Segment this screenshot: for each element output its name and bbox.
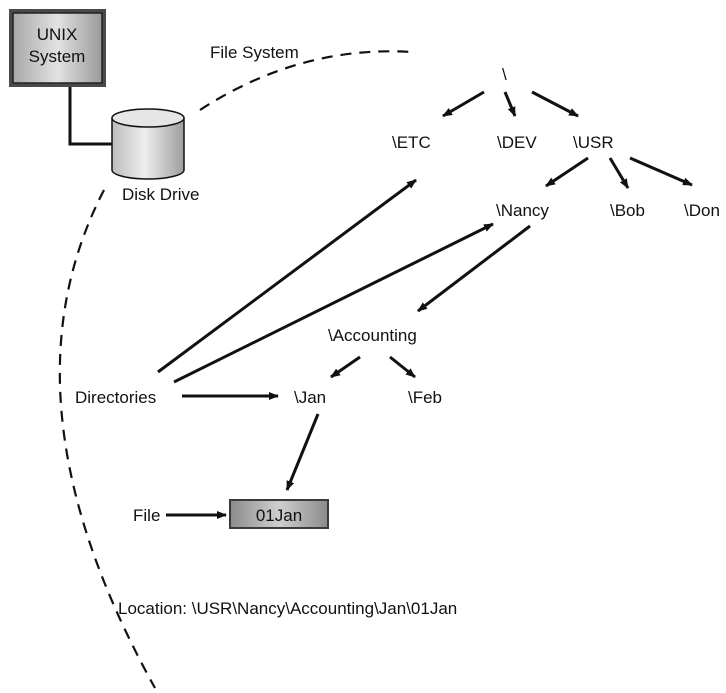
arrow-usr-to-don [629, 156, 693, 187]
node-feb: \Feb [408, 388, 442, 407]
arrow-root-to-dev [503, 91, 517, 117]
file-01jan-label: 01Jan [256, 506, 302, 525]
unix-system-line1: UNIX [37, 25, 78, 44]
arrow-accounting-to-jan [330, 355, 361, 379]
node-etc: \ETC [392, 133, 431, 152]
node-bob: \Bob [610, 201, 645, 220]
node-dev: \DEV [497, 133, 537, 152]
arrow-usr-to-bob [608, 157, 630, 189]
file-system-label: File System [210, 43, 299, 62]
file-label: File [133, 506, 160, 525]
arrow-root-to-etc [442, 90, 485, 118]
node-nancy: \Nancy [496, 201, 549, 220]
arrow-jan-to-file [285, 413, 320, 491]
disk-drive-icon [111, 108, 185, 180]
location-label: Location: \USR\Nancy\Accounting\Jan\01Ja… [118, 599, 457, 618]
file-system-boundary-upper [199, 50, 413, 111]
arrow-usr-to-nancy [545, 156, 589, 188]
disk-drive-label: Disk Drive [122, 185, 199, 204]
file-01jan-box: 01Jan [229, 499, 329, 529]
arrow-directories-to-nancy [173, 222, 494, 384]
unix-system-box: UNIX System [9, 9, 106, 87]
unix-system-line2: System [29, 47, 86, 66]
arrow-nancy-to-accounting [417, 224, 531, 313]
node-jan: \Jan [294, 388, 326, 407]
arrow-accounting-to-feb [389, 355, 416, 379]
directories-label: Directories [75, 388, 156, 407]
arrow-root-to-usr [531, 90, 579, 118]
system-to-disk-connector [68, 87, 112, 146]
node-usr: \USR [573, 133, 614, 152]
arrow-directories-to-etc [157, 178, 417, 374]
node-accounting: \Accounting [328, 326, 417, 345]
node-don: \Don [684, 201, 720, 220]
file-system-boundary-lower [58, 189, 156, 689]
node-root: \ [502, 65, 507, 84]
